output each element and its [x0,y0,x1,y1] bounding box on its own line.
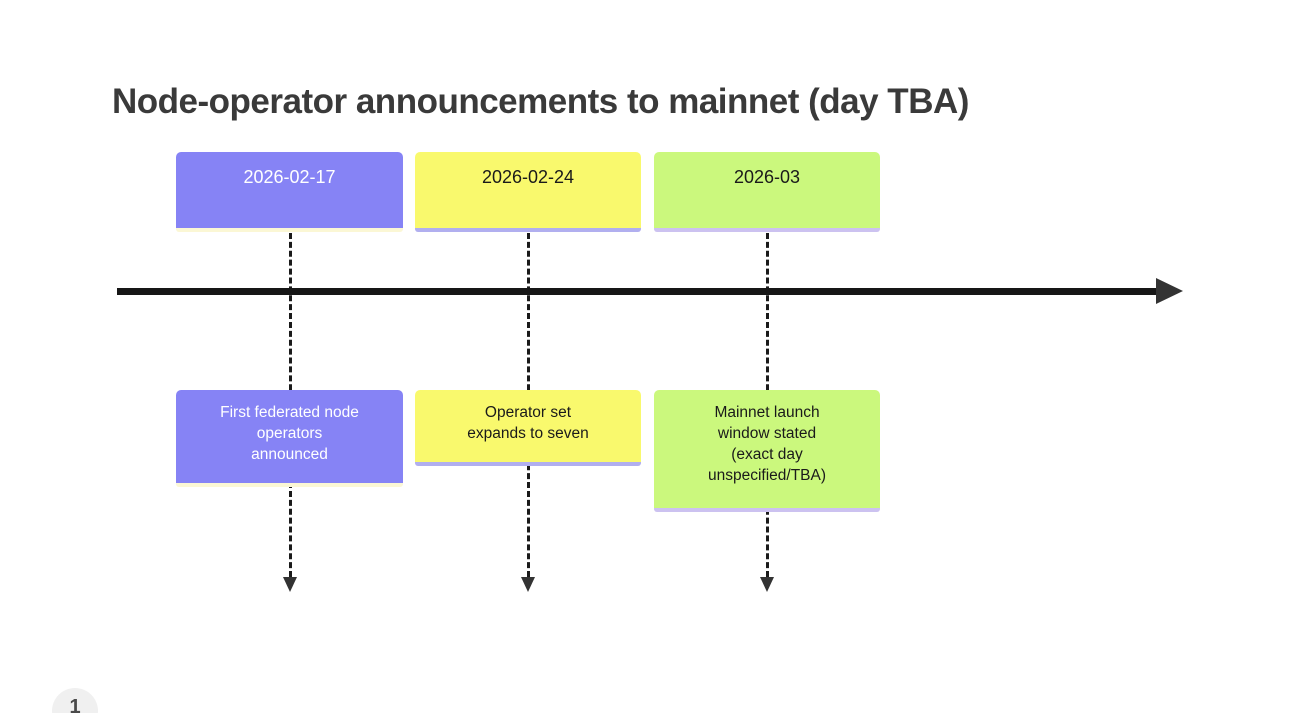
arrow-right-icon [1156,278,1183,304]
event-description-box: Operator set expands to seven [415,390,641,466]
arrow-down-icon [283,577,297,592]
event-description-box: First federated node operators announced [176,390,403,487]
event-description-box: Mainnet launch window stated (exact day … [654,390,880,512]
page-number: 1 [69,696,81,713]
arrow-down-icon [760,577,774,592]
timeline-axis [117,288,1160,295]
event-date-box: 2026-02-17 [176,152,403,232]
event-date-box: 2026-02-24 [415,152,641,232]
arrow-down-icon [521,577,535,592]
event-date-box: 2026-03 [654,152,880,232]
page-title: Node-operator announcements to mainnet (… [112,82,969,121]
page-number-badge: 1 [52,688,98,713]
